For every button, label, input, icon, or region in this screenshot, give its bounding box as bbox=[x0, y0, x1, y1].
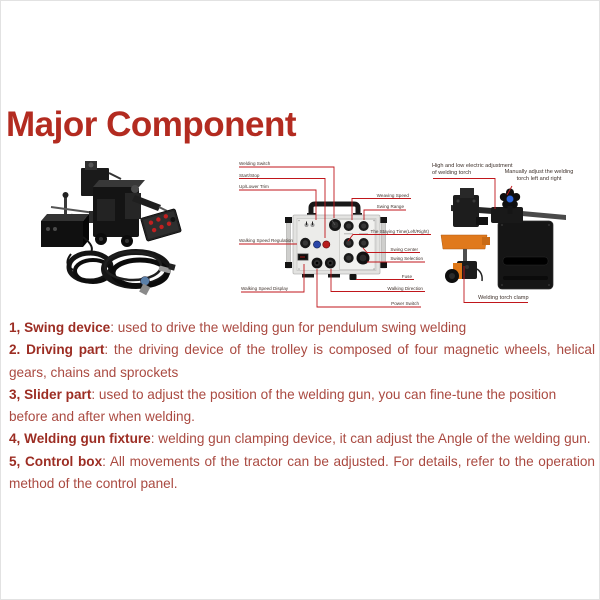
label-walking-speed-display: Walking Speed Display bbox=[241, 286, 289, 291]
item-control-box: 5, Control box: All movements of the tra… bbox=[9, 453, 595, 492]
label-staying-time: The Staying Time(Left/Right) bbox=[370, 228, 429, 234]
red-button bbox=[322, 240, 331, 249]
label-swing-range: Swing Range bbox=[376, 204, 404, 209]
torch-assembly-photo bbox=[440, 188, 566, 290]
tractor-body bbox=[93, 180, 168, 247]
control-box-photo bbox=[285, 201, 387, 280]
label-high-low-adjustment: High and low electric adjustment of weld… bbox=[432, 163, 513, 176]
item-driving-part: 2. Driving part: the driving device of t… bbox=[9, 342, 595, 380]
label-power-switch: Power Switch bbox=[391, 301, 419, 306]
label-weaving-speed: Weaving Speed bbox=[376, 192, 409, 198]
component-description-list: 1, Swing device: used to drive the weldi… bbox=[9, 317, 595, 495]
label-walking-speed-regulation: Walking Speed Regulation bbox=[239, 238, 293, 243]
item-slider-part: 3, Slider part: used to adjust the posit… bbox=[9, 386, 557, 425]
label-manual-adjust: Manually adjust the welding torch left a… bbox=[504, 169, 574, 182]
label-fuse: Fuse bbox=[401, 273, 412, 279]
foot-right bbox=[328, 274, 340, 278]
item-swing-device: 1, Swing device: used to drive the weldi… bbox=[9, 320, 467, 335]
power-supply-box bbox=[41, 214, 93, 256]
tractor-kit-photo bbox=[41, 161, 182, 296]
fuse-holder bbox=[349, 274, 357, 280]
label-swing-center: Swing Center bbox=[390, 246, 418, 252]
label-welding-switch: Welding Switch bbox=[239, 161, 271, 166]
item-welding-gun-fixture: 4, Welding gun fixture: welding gun clam… bbox=[9, 431, 591, 447]
label-torch-clamp: Welding torch clamp bbox=[478, 295, 529, 301]
label-swing-selection: Swing Selection bbox=[390, 256, 423, 261]
label-walking-direction: Walking Direction bbox=[387, 285, 423, 291]
cable-coils bbox=[66, 249, 176, 296]
label-start-stop: Start/Stop bbox=[239, 172, 260, 178]
welding-switch-knob bbox=[329, 219, 341, 231]
blue-button bbox=[313, 240, 321, 249]
foot-left bbox=[302, 274, 314, 278]
label-up-lower-trim: Up/Lower Trim bbox=[239, 184, 269, 189]
walking-speed-knob bbox=[300, 237, 311, 249]
cable-connectors bbox=[311, 257, 336, 269]
torch-clamp bbox=[445, 261, 483, 283]
magnet-plate bbox=[497, 220, 554, 290]
speed-display bbox=[297, 253, 309, 261]
page-title: Major Component bbox=[6, 105, 296, 144]
orange-bracket bbox=[440, 234, 490, 261]
pendant-control-box bbox=[140, 208, 182, 242]
